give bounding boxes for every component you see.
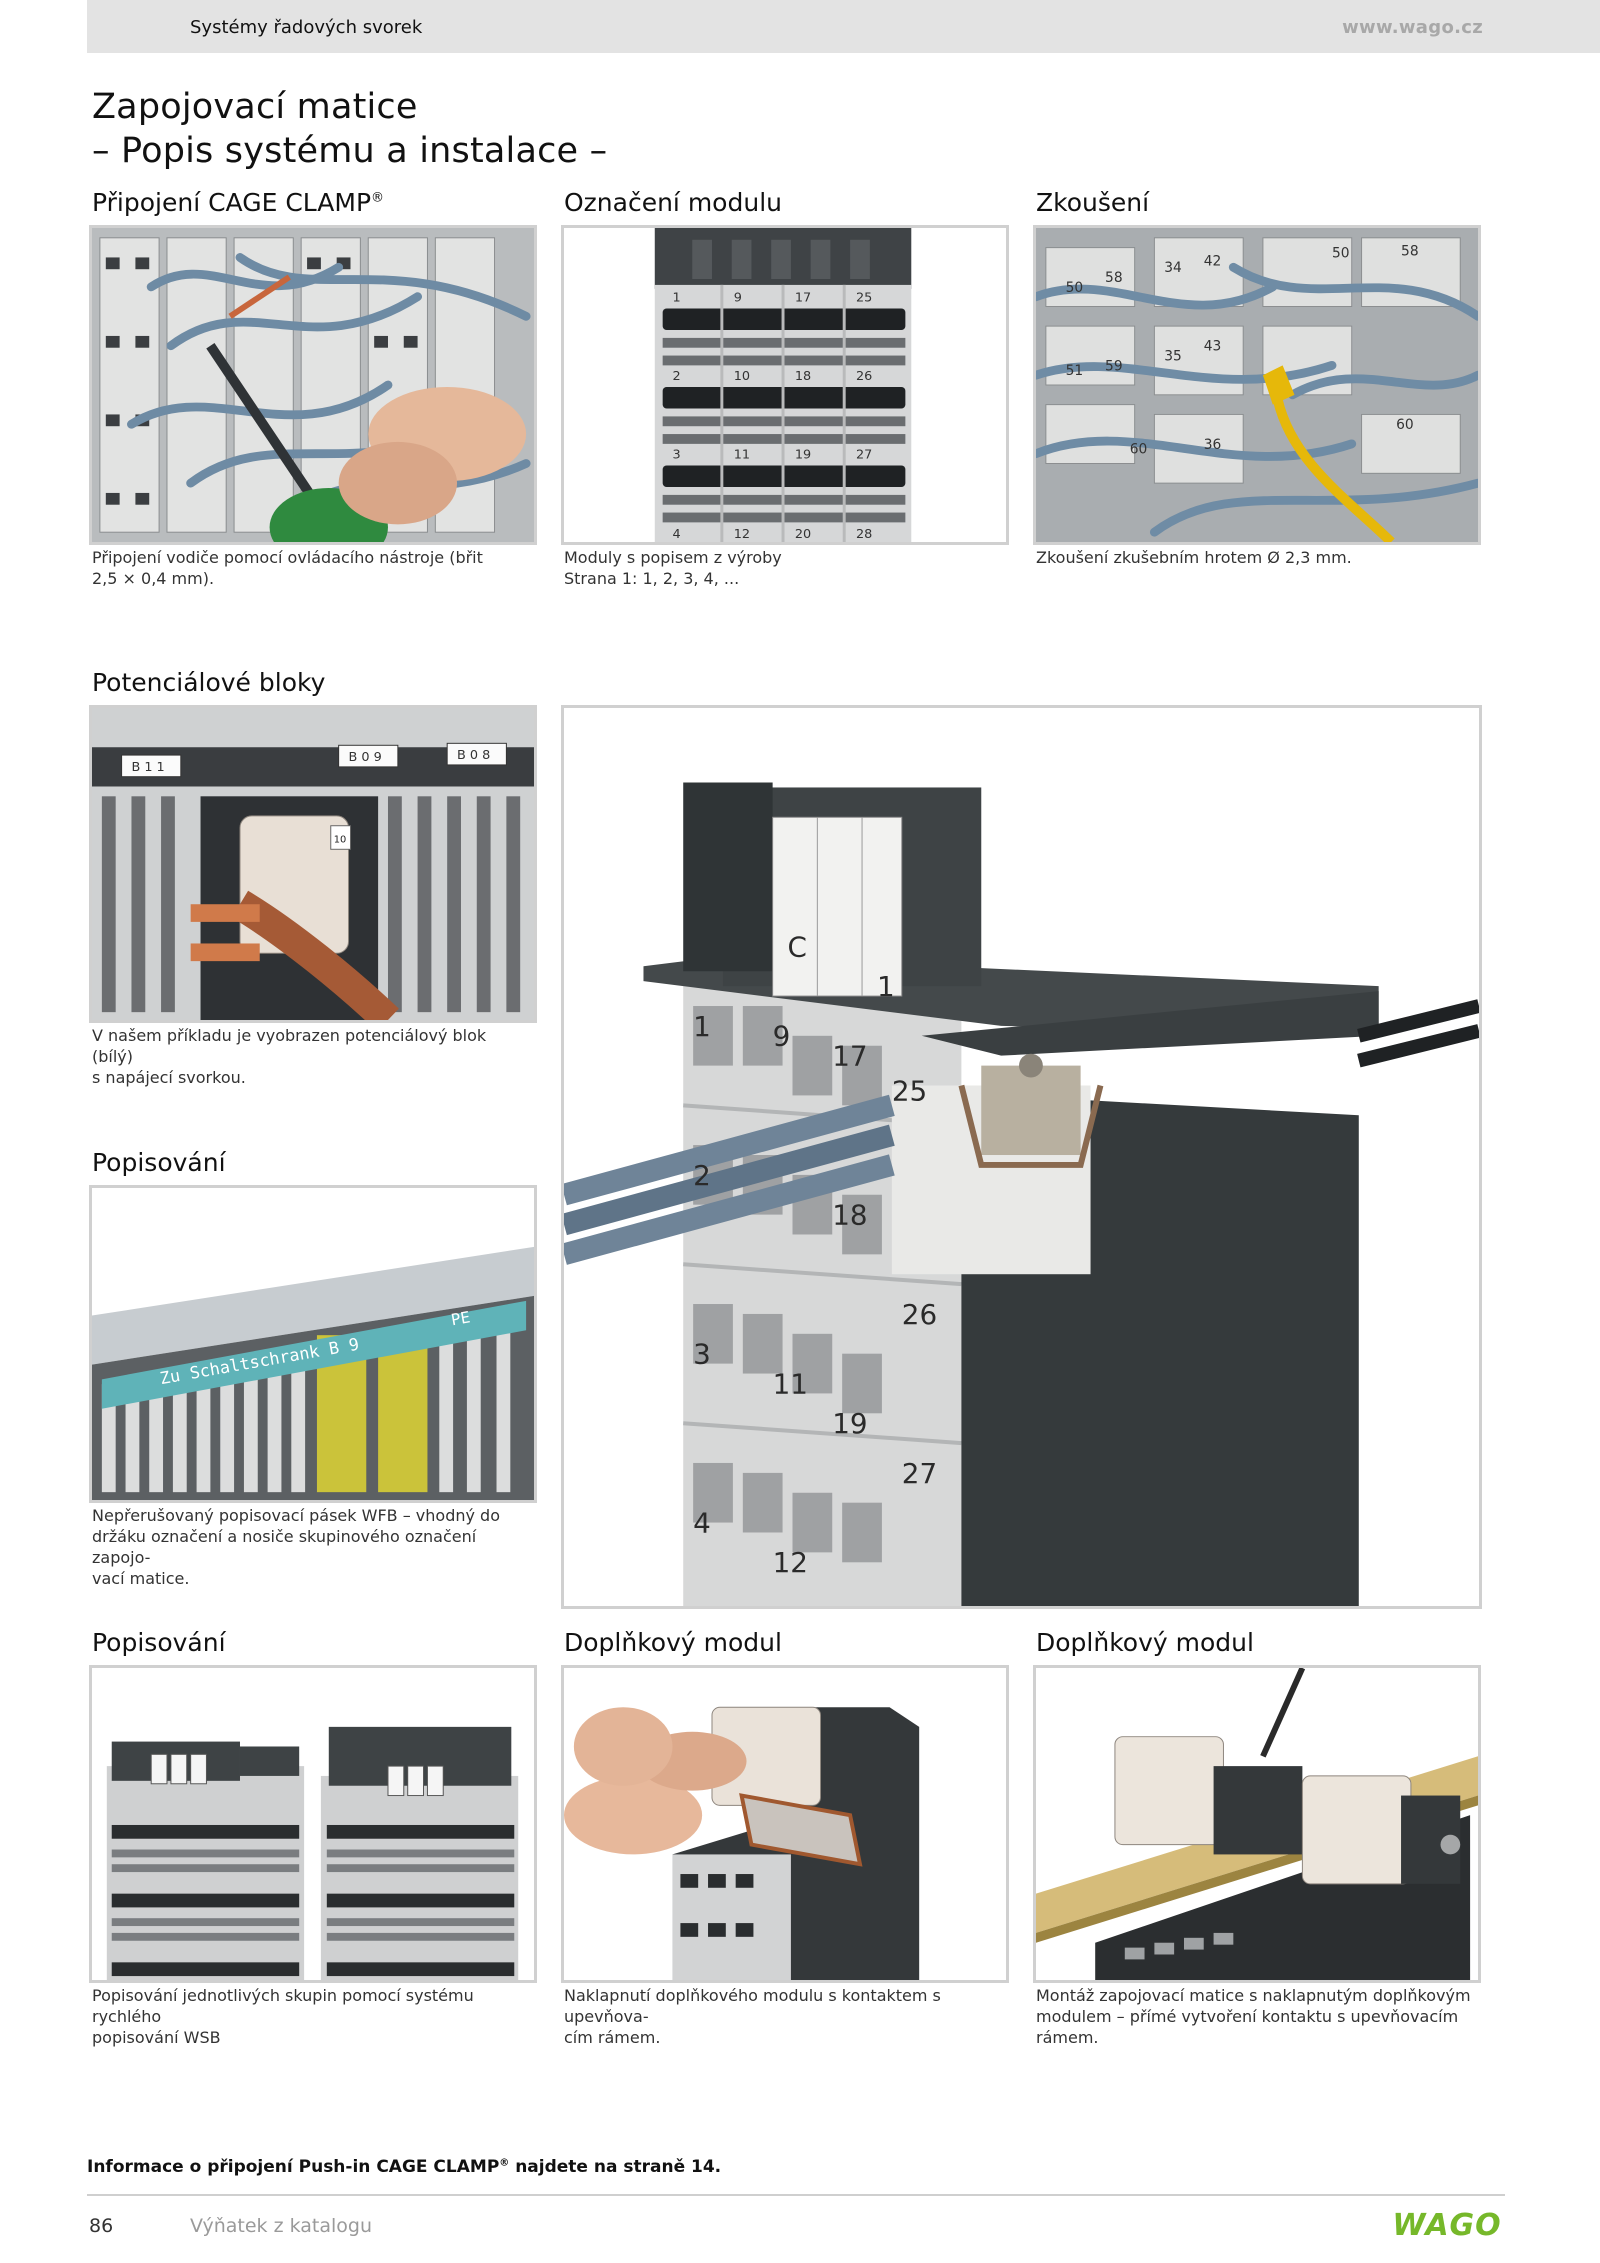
main-label: 11: [773, 1367, 808, 1400]
caption-addon-1: Naklapnutí doplňkového modulu s kontakte…: [564, 1986, 941, 2047]
module-label: 3: [673, 448, 681, 463]
page-title: Zapojovací matice – Popis systému a inst…: [92, 85, 607, 173]
terminal-label: 42: [1204, 253, 1222, 269]
main-label: 1: [693, 1010, 711, 1043]
module-label: 26: [856, 369, 872, 384]
terminal-label: 50: [1332, 245, 1350, 261]
section-title: Systémy řadových svorek: [190, 17, 423, 38]
caption-testing: Zkoušení zkušebním hrotem Ø 2,3 mm.: [1036, 548, 1352, 567]
module-label: 19: [795, 448, 811, 463]
terminal-label: 60: [1130, 442, 1148, 458]
terminal-label: 35: [1164, 349, 1182, 365]
module-label: 2: [673, 369, 681, 384]
module-label: 12: [734, 527, 750, 542]
photo-potential-blocks: B 1 1 B 0 9 B 0 8 10: [89, 705, 537, 1023]
main-label: 9: [773, 1020, 791, 1053]
main-label: C: [788, 930, 807, 963]
main-label: 19: [832, 1407, 867, 1440]
module-label: 17: [795, 291, 811, 306]
header-bar: Systémy řadových svorek www.wago.cz: [87, 0, 1600, 53]
main-label: 18: [832, 1199, 867, 1232]
website-link[interactable]: www.wago.cz: [1342, 17, 1483, 38]
terminal-label: 43: [1204, 339, 1222, 355]
photo-marking-strip: Zu Schaltschrank B 9 PE: [89, 1185, 537, 1503]
footer-divider: [87, 2194, 1505, 2196]
photo-addon-2: [1033, 1665, 1481, 1983]
block-label: B 0 9: [349, 750, 382, 765]
caption-marking-strip: Nepřerušovaný popisovací pásek WFB – vho…: [92, 1506, 500, 1588]
caption-group-marking: Popisování jednotlivých skupin pomocí sy…: [92, 1986, 474, 2047]
heading-module-marking: Označení modulu: [564, 188, 782, 217]
main-label: 2: [693, 1159, 711, 1192]
terminal-label: 36: [1204, 437, 1222, 453]
module-label: 10: [734, 369, 750, 384]
page-title-line-1: Zapojovací matice: [92, 87, 418, 127]
module-label: 27: [856, 448, 872, 463]
module-label: 25: [856, 291, 872, 306]
heading-testing: Zkoušení: [1036, 188, 1150, 217]
page-title-line-2: – Popis systému a instalace –: [92, 131, 608, 171]
photo-cage-clamp: [89, 225, 537, 545]
heading-addon-2: Doplňkový modul: [1036, 1628, 1254, 1657]
heading-cage-clamp: Připojení CAGE CLAMP®: [92, 188, 385, 217]
caption-addon-2: Montáž zapojovací matice s naklapnutým d…: [1036, 1986, 1471, 2047]
main-label: 26: [902, 1298, 937, 1331]
caption-potential-blocks: V našem příkladu je vyobrazen potenciálo…: [92, 1026, 487, 1087]
module-label: 11: [734, 448, 750, 463]
terminal-label: 60: [1396, 417, 1414, 433]
block-label: 10: [334, 834, 347, 845]
module-label: 18: [795, 369, 811, 384]
block-label: B 0 8: [457, 748, 490, 763]
terminal-label: 58: [1401, 244, 1419, 260]
main-label: 25: [892, 1074, 927, 1107]
terminal-label: 51: [1066, 363, 1084, 379]
wago-logo: WAGO: [1393, 2208, 1501, 2241]
module-label: 4: [673, 527, 681, 542]
heading-marking-strip: Popisování: [92, 1148, 226, 1177]
photo-testing: 50 58 34 42 50 58 51 59 35 43 60 36 60: [1033, 225, 1481, 545]
caption-cage-clamp: Připojení vodiče pomocí ovládacího nástr…: [92, 548, 483, 588]
module-label: 20: [795, 527, 811, 542]
page-number: 86: [89, 2215, 114, 2237]
wago-logo-text: WAGO: [1393, 2208, 1501, 2241]
terminal-label: 59: [1105, 358, 1123, 374]
block-label: B 1 1: [131, 760, 164, 775]
photo-group-marking: [89, 1665, 537, 1983]
module-label: 1: [673, 291, 681, 306]
photo-addon-1: [561, 1665, 1009, 1983]
footnote: Informace o připojení Push-in CAGE CLAMP…: [87, 2157, 722, 2177]
terminal-label: 34: [1164, 260, 1182, 276]
heading-potential-blocks: Potenciálové bloky: [92, 668, 326, 697]
main-label: 27: [902, 1457, 937, 1490]
main-label: 1: [877, 970, 895, 1003]
photo-main-matrix: C 1 1 9 17 25 2 18 26 3 11 19 27 4 12: [561, 705, 1482, 1609]
terminal-label: 50: [1066, 280, 1084, 296]
main-label: 3: [693, 1338, 711, 1371]
heading-addon-1: Doplňkový modul: [564, 1628, 782, 1657]
heading-group-marking: Popisování: [92, 1628, 226, 1657]
module-label: 9: [734, 291, 742, 306]
main-label: 17: [832, 1040, 867, 1073]
module-label: 28: [856, 527, 872, 542]
main-label: 4: [693, 1506, 711, 1539]
footer-subtitle: Výňatek z katalogu: [190, 2215, 373, 2237]
marking-strip-pe: PE: [449, 1307, 471, 1329]
main-label: 12: [773, 1546, 808, 1579]
photo-module-marking: 1 9 17 25 2 10 18 26 3 11 19 27 4 12 20 …: [561, 225, 1009, 545]
terminal-label: 58: [1105, 270, 1123, 286]
